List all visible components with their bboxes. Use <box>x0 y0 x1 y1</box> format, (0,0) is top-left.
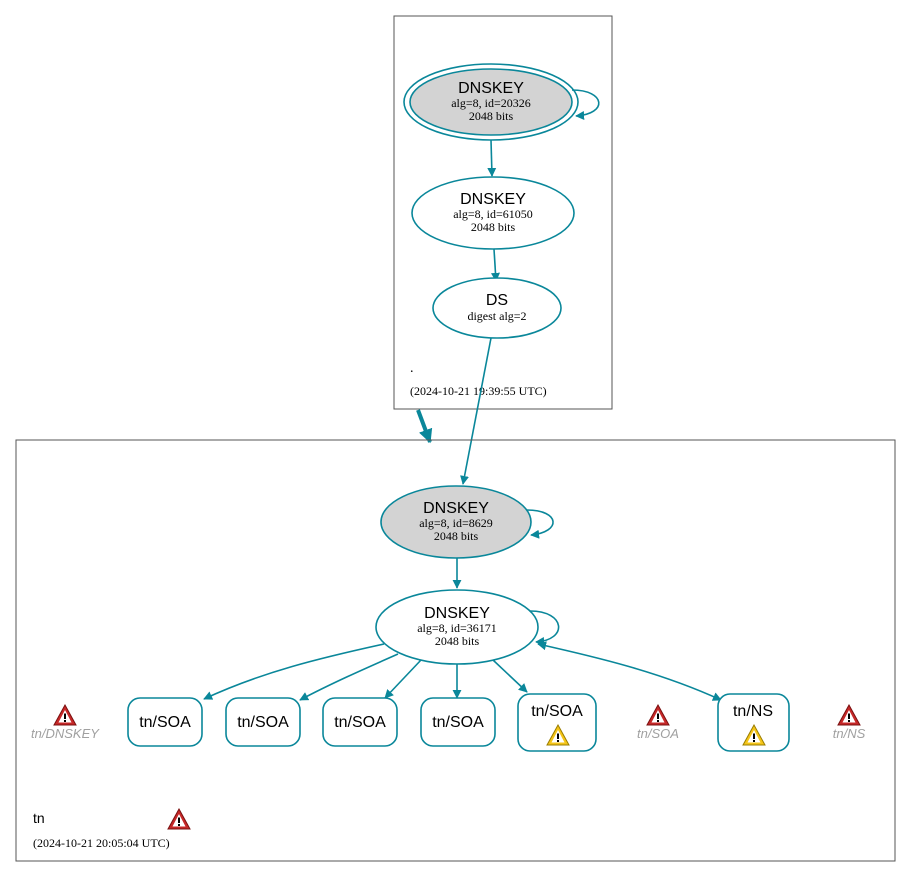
root-ksk-bits: 2048 bits <box>469 109 514 123</box>
zone-root-box <box>393 15 613 410</box>
tn-ns-error-label: tn/NS <box>833 726 866 741</box>
tn-ns-node[interactable]: tn/NS <box>717 693 790 752</box>
zone-root: DNSKEY alg=8, id=20326 2048 bits DNSKEY … <box>393 15 613 410</box>
root-zsk-bits: 2048 bits <box>471 220 516 234</box>
edge-zsk-soa5 <box>492 659 528 693</box>
tn-soa-node-2[interactable]: tn/SOA <box>225 697 301 747</box>
root-ds-type: DS <box>486 292 508 309</box>
tn-ksk-node[interactable]: DNSKEY alg=8, id=8629 2048 bits <box>380 485 532 559</box>
tn-dnskey-error-label: tn/DNSKEY <box>31 726 100 741</box>
root-ksk-self-loop <box>571 89 600 120</box>
root-ksk-node[interactable]: DNSKEY alg=8, id=20326 2048 bits <box>403 63 579 141</box>
root-zsk-node[interactable]: DNSKEY alg=8, id=61050 2048 bits <box>411 176 575 250</box>
tn-ns-error[interactable]: tn/NS <box>833 704 866 741</box>
tn-zsk-bits: 2048 bits <box>435 634 480 648</box>
edge-zsk-soa3 <box>384 659 422 699</box>
tn-zone-timestamp: (2024-10-21 20:05:04 UTC) <box>33 836 170 850</box>
delegation-edge <box>416 409 433 444</box>
tn-ksk-self-loop <box>526 509 554 539</box>
root-zsk-type: DNSKEY <box>460 191 526 208</box>
root-ds-digest: digest alg=2 <box>467 309 526 323</box>
tn-soa-error[interactable]: tn/SOA <box>637 704 679 741</box>
tn-soa-3-label: tn/SOA <box>334 714 386 731</box>
tn-soa-node-1[interactable]: tn/SOA <box>127 697 203 747</box>
root-ksk-type: DNSKEY <box>458 80 524 97</box>
tn-soa-1-label: tn/SOA <box>139 714 191 731</box>
tn-ns-label: tn/NS <box>733 703 773 720</box>
edge-root-zsk-ds <box>491 248 500 282</box>
tn-zsk-self-loop <box>529 610 560 646</box>
tn-soa-5-label: tn/SOA <box>531 703 583 720</box>
error-icon <box>646 704 670 726</box>
tn-zone-name: tn <box>33 810 45 826</box>
edge-root-ksk-zsk <box>487 139 497 177</box>
tn-ksk-bits: 2048 bits <box>434 529 479 543</box>
tn-dnskey-error[interactable]: tn/DNSKEY <box>31 704 100 741</box>
tn-zsk-alg: alg=8, id=36171 <box>417 621 497 635</box>
tn-zsk-node[interactable]: DNSKEY alg=8, id=36171 2048 bits <box>375 589 539 665</box>
tn-soa-node-4[interactable]: tn/SOA <box>420 697 496 747</box>
tn-zsk-type: DNSKEY <box>424 605 490 622</box>
root-zone-timestamp: (2024-10-21 19:39:55 UTC) <box>410 384 547 398</box>
root-zone-name: . <box>410 361 414 376</box>
edge-zsk-soa2 <box>299 653 399 701</box>
root-ksk-alg: alg=8, id=20326 <box>451 96 531 110</box>
zone-tn: DNSKEY alg=8, id=8629 2048 bits DNSKEY a… <box>15 439 896 862</box>
edge-ds-tn-ksk <box>460 337 492 485</box>
tn-soa-node-5[interactable]: tn/SOA <box>517 693 597 752</box>
error-icon <box>53 704 77 726</box>
root-ds-node[interactable]: DS digest alg=2 <box>432 277 562 339</box>
tn-ksk-type: DNSKEY <box>423 500 489 517</box>
zone-tn-box <box>15 439 896 862</box>
error-icon <box>837 704 861 726</box>
root-zsk-alg: alg=8, id=61050 <box>453 207 533 221</box>
tn-soa-error-label: tn/SOA <box>637 726 679 741</box>
tn-soa-node-3[interactable]: tn/SOA <box>322 697 398 747</box>
tn-soa-2-label: tn/SOA <box>237 714 289 731</box>
tn-ksk-alg: alg=8, id=8629 <box>419 516 493 530</box>
edge-zsk-soa1 <box>203 643 385 700</box>
tn-soa-4-label: tn/SOA <box>432 714 484 731</box>
edge-zsk-ns <box>537 641 722 701</box>
error-icon[interactable] <box>167 808 191 830</box>
